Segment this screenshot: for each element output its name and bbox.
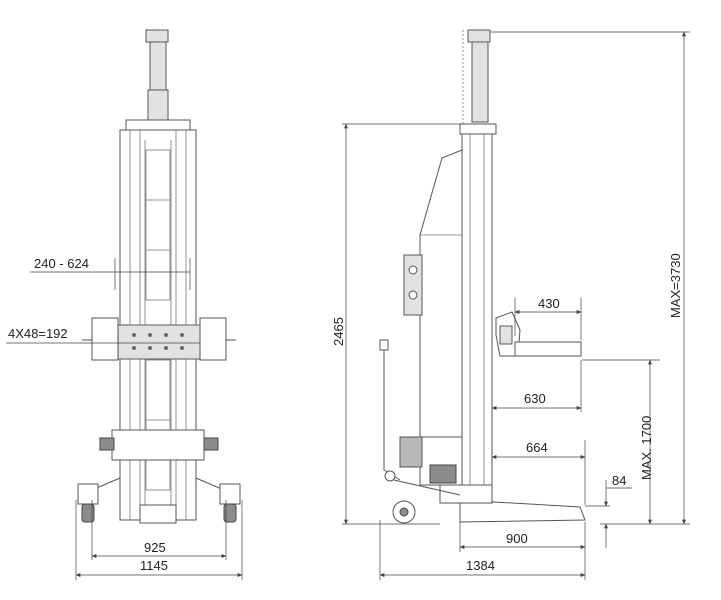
side-pump-unit (399, 436, 423, 468)
front-handle-right (203, 437, 219, 451)
front-view: 240 - 624 4X48=192 925 1145 (6, 29, 243, 580)
dim-430: 430 (538, 296, 560, 311)
front-power-unit (111, 429, 205, 461)
side-piston-cap (467, 29, 491, 43)
dim-900: 900 (506, 531, 528, 546)
front-leg-right (219, 483, 241, 505)
side-housing (419, 149, 463, 438)
dim-240-624: 240 - 624 (34, 256, 89, 271)
side-control-box (403, 254, 423, 316)
front-carriage (117, 324, 201, 360)
dim-4x48: 4X48=192 (8, 326, 68, 341)
side-fork-arm (514, 341, 582, 357)
dim-2465: 2465 (331, 317, 346, 346)
side-caster (384, 470, 396, 482)
dim-630: 630 (524, 391, 546, 406)
front-base-plate (139, 504, 177, 524)
front-piston-lower (147, 89, 169, 121)
dim-max-1700: MAX. 1700 (639, 416, 654, 480)
side-motor (429, 464, 457, 484)
front-handle-left (99, 437, 115, 451)
front-piston-upper (149, 41, 167, 91)
front-fork-right (199, 317, 227, 361)
side-view: 2465 MAX=3730 MAX. 1700 430 630 664 84 (331, 29, 690, 580)
side-base (459, 499, 586, 523)
front-wheel-left (81, 503, 95, 523)
dim-84: 84 (612, 473, 626, 488)
front-leg-left (77, 483, 99, 505)
side-column (461, 133, 493, 505)
side-base-block (439, 484, 493, 504)
front-piston-cap (145, 29, 169, 43)
dim-1384: 1384 (466, 558, 495, 573)
dim-664: 664 (526, 440, 548, 455)
front-fork-left (91, 317, 119, 361)
side-piston (471, 41, 489, 123)
side-fork-pin (499, 325, 513, 345)
side-handle-grip (379, 339, 389, 351)
side-column-head (459, 123, 497, 135)
front-wheel-right (223, 503, 237, 523)
dim-max-3730: MAX=3730 (668, 253, 683, 318)
dim-925: 925 (144, 540, 166, 555)
dim-1145: 1145 (140, 558, 168, 573)
